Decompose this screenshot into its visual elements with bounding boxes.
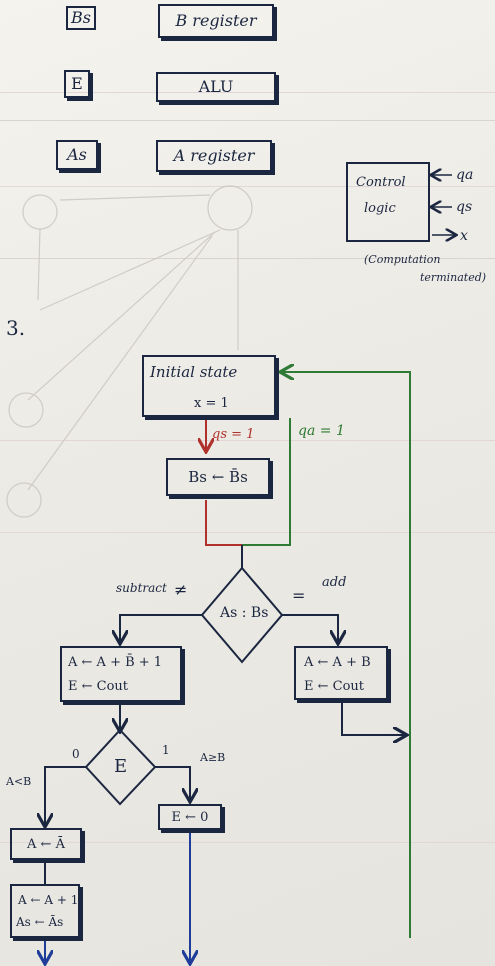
alu-label: ALU (198, 77, 234, 96)
add-label: add (322, 575, 347, 590)
initial-state-label: Initial state (150, 363, 238, 381)
qs-input-label: qs (456, 199, 473, 215)
complement-bs-label: Bs ← B̄s (188, 467, 248, 486)
e-decision-label: E (114, 756, 128, 777)
a-ge-b-label: A≥B (200, 751, 226, 764)
subtract-op-line2: E ← Cout (68, 679, 129, 694)
qa-condition-label: qa = 1 (298, 423, 345, 439)
subtract-label: subtract (116, 581, 167, 595)
section-number: 3. (6, 316, 26, 340)
a-register-label: A register (173, 146, 255, 165)
alu-box: ALU (156, 72, 276, 102)
b-register-label: B register (175, 11, 257, 30)
not-equal-label: ≠ (174, 580, 188, 599)
e-one-label: 1 (162, 743, 170, 757)
a-register-box: A register (156, 140, 272, 172)
equal-label: = (292, 586, 306, 605)
increment-line1: A ← A + 1 (18, 893, 79, 907)
ruled-line (0, 532, 495, 533)
increment-a-box: A ← A + 1 As ← Ās (10, 884, 80, 938)
qa-input-label: qa (456, 167, 474, 183)
add-op-box: A ← A + B E ← Cout (294, 646, 388, 700)
bs-label: Bs (71, 8, 91, 27)
as-label: As (67, 145, 87, 164)
faint-line (0, 258, 495, 259)
clear-e-box: E ← 0 (158, 804, 222, 830)
ruled-line (0, 842, 495, 843)
faint-line (0, 120, 495, 121)
subtract-op-box: A ← A + B̄ + 1 E ← Cout (60, 646, 182, 702)
ruled-line (0, 186, 495, 187)
b-register-box: B register (158, 4, 274, 38)
clear-e-label: E ← 0 (171, 809, 209, 825)
a-less-b-label: A<B (6, 775, 32, 788)
complement-a-box: A ← Ā (10, 828, 82, 860)
ruled-line (0, 440, 495, 441)
e-register-box: E (64, 70, 90, 98)
as-register-box: As (56, 140, 98, 170)
add-op-line2: E ← Cout (304, 679, 365, 694)
increment-line2: As ← Ās (16, 915, 64, 929)
e-label: E (71, 74, 83, 93)
subtract-op-line1: A ← A + B̄ + 1 (68, 655, 163, 670)
add-op-line1: A ← A + B (304, 655, 371, 670)
control-label-line2: logic (364, 201, 396, 216)
e-zero-label: 0 (72, 747, 80, 761)
x-output-label: x (460, 228, 468, 244)
ruled-line (0, 92, 495, 93)
qs-condition-label: qs = 1 (212, 427, 255, 442)
compare-signs-label: As : Bs (220, 605, 269, 621)
control-note-line1: (Computation (364, 253, 441, 266)
control-note-line2: terminated) (420, 271, 487, 284)
initial-state-box: Initial state x = 1 (142, 355, 276, 417)
control-label-line1: Control (356, 175, 406, 190)
control-logic-box: Control logic (346, 162, 430, 242)
complement-bs-box: Bs ← B̄s (166, 458, 270, 496)
complement-a-label: A ← Ā (27, 836, 65, 852)
x-equals-1: x = 1 (194, 396, 229, 411)
bs-register-box: Bs (66, 6, 96, 30)
